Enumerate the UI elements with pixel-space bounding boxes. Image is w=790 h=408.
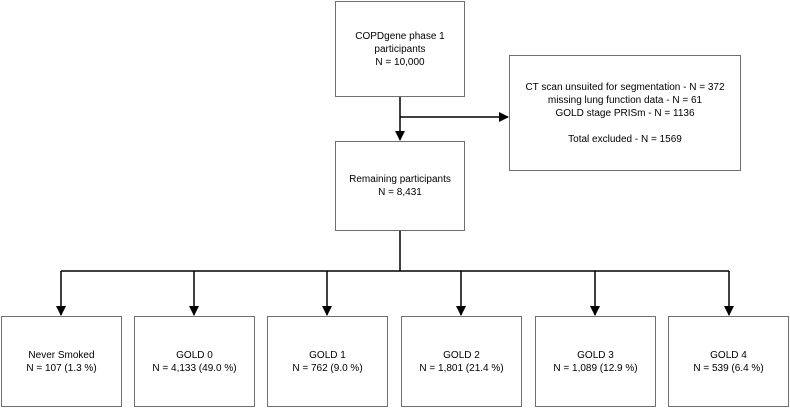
source-population-box: COPDgene phase 1 participants N = 10,000 bbox=[335, 1, 465, 97]
group-box-gold-2: GOLD 2 N = 1,801 (21.4 %) bbox=[401, 316, 522, 407]
group-name: GOLD 3 bbox=[577, 349, 614, 361]
group-name: Never Smoked bbox=[28, 349, 95, 361]
group-count: N = 1,089 (12.9 %) bbox=[553, 362, 638, 374]
group-box-gold-0: GOLD 0 N = 4,133 (49.0 %) bbox=[134, 316, 255, 407]
group-box-gold-1: GOLD 1 N = 762 (9.0 %) bbox=[267, 316, 388, 407]
exclusion-reason: GOLD stage PRISm - N = 1136 bbox=[555, 107, 695, 119]
group-box-gold-3: GOLD 3 N = 1,089 (12.9 %) bbox=[535, 316, 656, 407]
source-line: COPDgene phase 1 bbox=[355, 30, 445, 42]
group-count: N = 1,801 (21.4 %) bbox=[419, 362, 504, 374]
group-count: N = 539 (6.4 %) bbox=[693, 362, 764, 374]
remaining-participants-box: Remaining participants N = 8,431 bbox=[335, 141, 465, 231]
group-name: GOLD 4 bbox=[710, 349, 747, 361]
source-line: participants bbox=[374, 43, 426, 55]
exclusion-reason: CT scan unsuited for segmentation - N = … bbox=[525, 81, 725, 93]
exclusion-total: Total excluded - N = 1569 bbox=[568, 133, 682, 145]
group-count: N = 4,133 (49.0 %) bbox=[152, 362, 237, 374]
group-name: GOLD 2 bbox=[443, 349, 480, 361]
group-count: N = 107 (1.3 %) bbox=[26, 362, 97, 374]
group-count: N = 762 (9.0 %) bbox=[292, 362, 363, 374]
group-box-never-smoked: Never Smoked N = 107 (1.3 %) bbox=[1, 316, 122, 407]
remaining-label: Remaining participants bbox=[349, 174, 451, 185]
exclusion-reason: missing lung function data - N = 61 bbox=[547, 94, 703, 106]
source-count: N = 10,000 bbox=[375, 56, 425, 68]
group-name: GOLD 0 bbox=[176, 349, 213, 361]
exclusions-box: CT scan unsuited for segmentation - N = … bbox=[509, 55, 741, 171]
remaining-count: N = 8,431 bbox=[378, 187, 422, 198]
group-box-gold-4: GOLD 4 N = 539 (6.4 %) bbox=[668, 316, 789, 407]
group-name: GOLD 1 bbox=[309, 349, 346, 361]
